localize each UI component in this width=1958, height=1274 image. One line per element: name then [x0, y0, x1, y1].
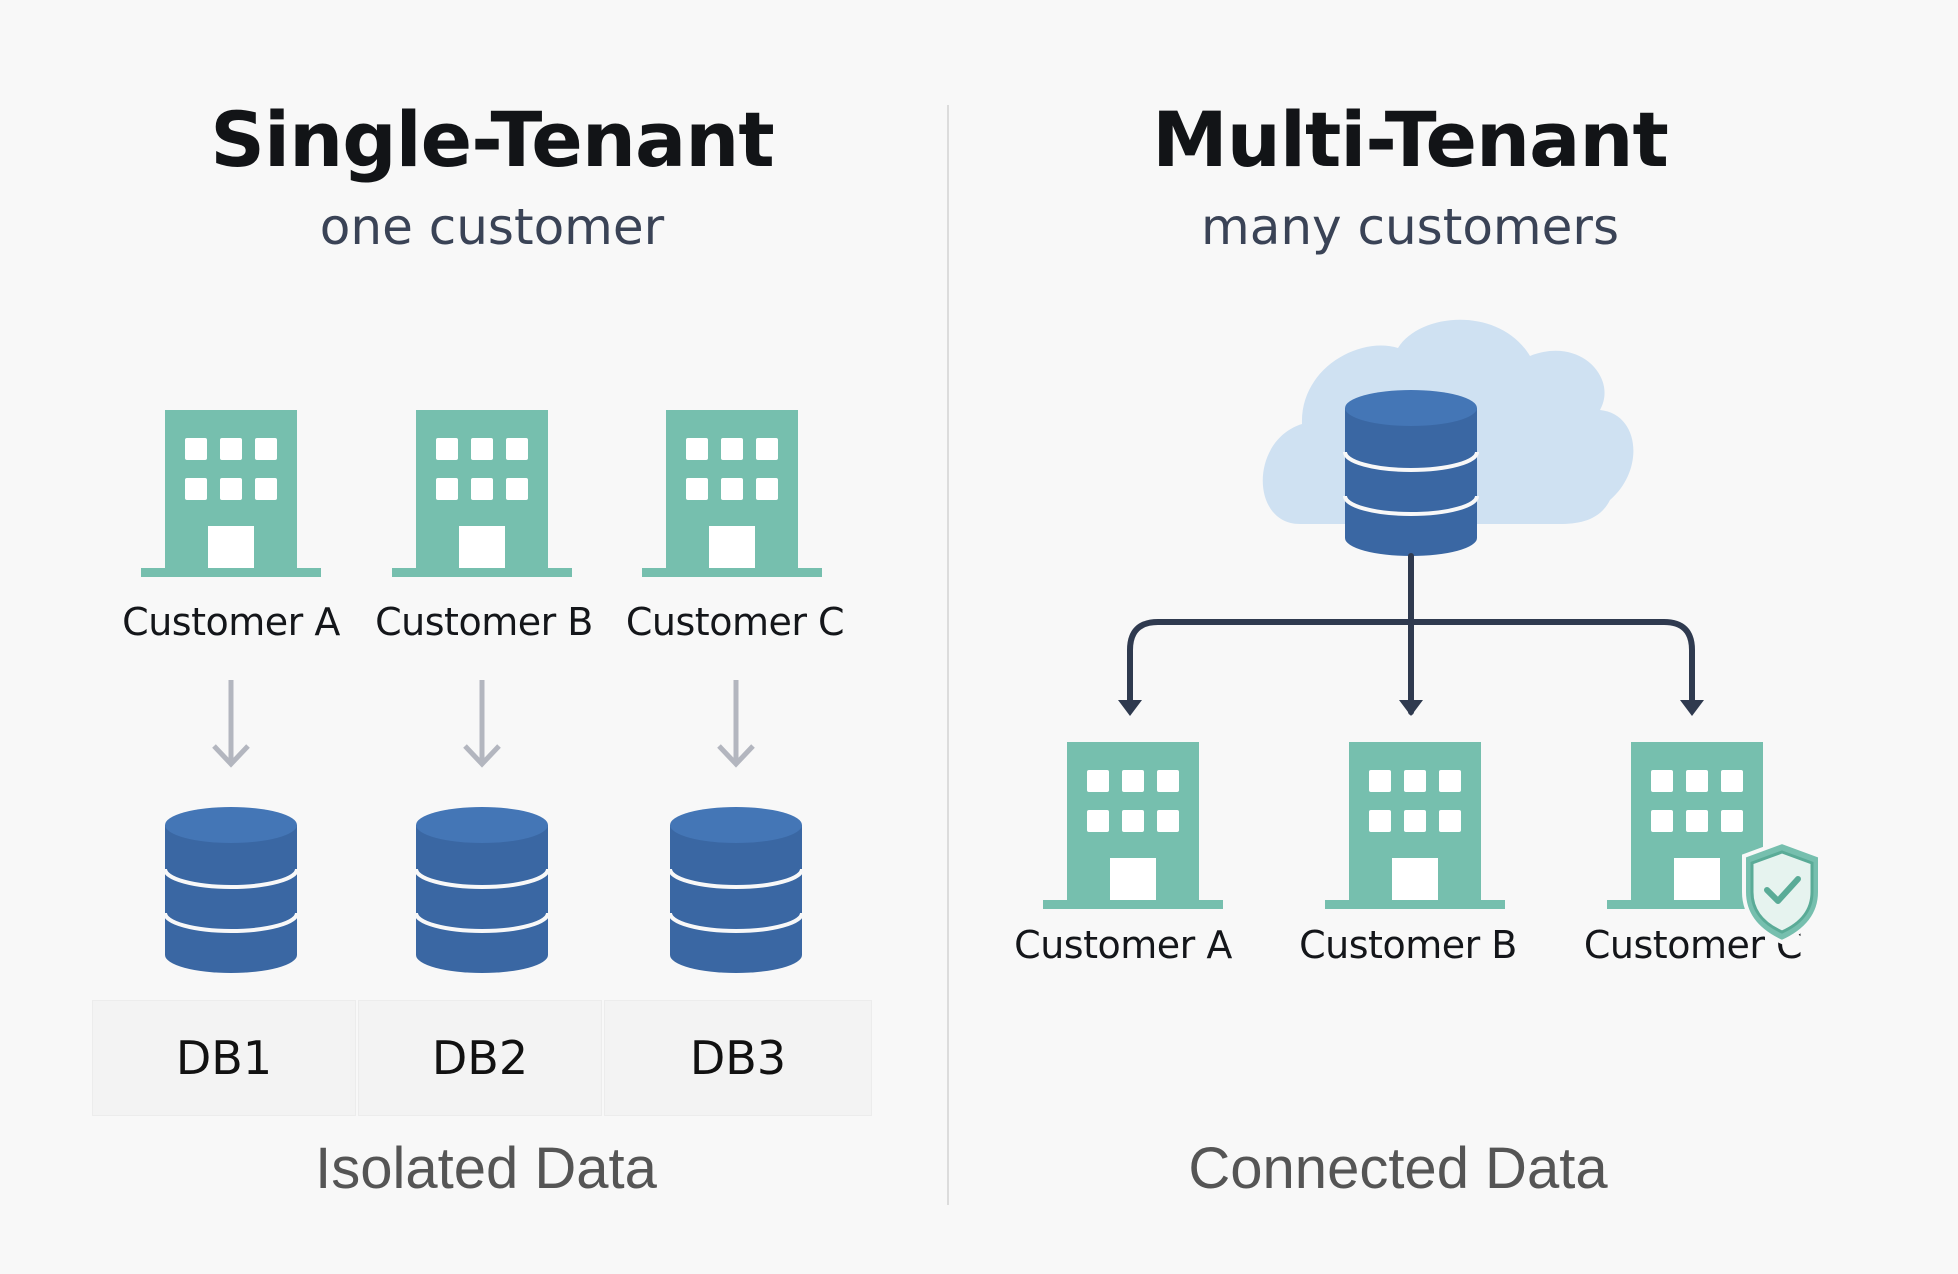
multi-tenant-subtitle: many customers	[1200, 198, 1620, 256]
arrow-to-customer-a-icon	[1118, 700, 1142, 716]
db3-database-icon	[668, 805, 804, 975]
db2-database-icon	[414, 805, 550, 975]
right-customer-b-label: Customer B	[1299, 923, 1517, 967]
single-tenant-subtitle: one customer	[319, 198, 665, 256]
arrow-to-customer-c-icon	[1680, 700, 1704, 716]
db2-label: DB2	[358, 1000, 602, 1116]
shield-check-icon	[1742, 839, 1822, 945]
isolated-data-caption: Isolated Data	[315, 1136, 657, 1201]
left-customer-c-label: Customer C	[625, 600, 845, 644]
db1-database-icon	[163, 805, 299, 975]
right-customer-a-building-icon	[1043, 742, 1223, 909]
left-customer-b-building-icon	[392, 410, 572, 577]
arrow-to-customer-b-icon	[1399, 700, 1423, 716]
multi-tenant-title: Multi-Tenant	[1152, 95, 1669, 184]
left-arrow-b-icon	[465, 680, 499, 764]
connected-data-caption: Connected Data	[1188, 1136, 1608, 1201]
right-customer-b-building-icon	[1325, 742, 1505, 909]
panel-divider	[947, 105, 949, 1205]
right-customer-a-label: Customer A	[1014, 923, 1232, 967]
left-customer-c-building-icon	[642, 410, 822, 577]
left-customer-a-building-icon	[141, 410, 321, 577]
shared-database-icon	[1343, 388, 1479, 558]
db1-label: DB1	[92, 1000, 356, 1116]
left-customer-a-label: Customer A	[122, 600, 340, 644]
connector-arrowheads	[1118, 700, 1704, 716]
db3-label: DB3	[604, 1000, 872, 1116]
left-arrow-a-icon	[214, 680, 248, 764]
left-arrow-c-icon	[719, 680, 753, 764]
single-tenant-title: Single-Tenant	[210, 95, 774, 184]
connector-lines	[1127, 553, 1695, 715]
left-customer-b-label: Customer B	[375, 600, 593, 644]
